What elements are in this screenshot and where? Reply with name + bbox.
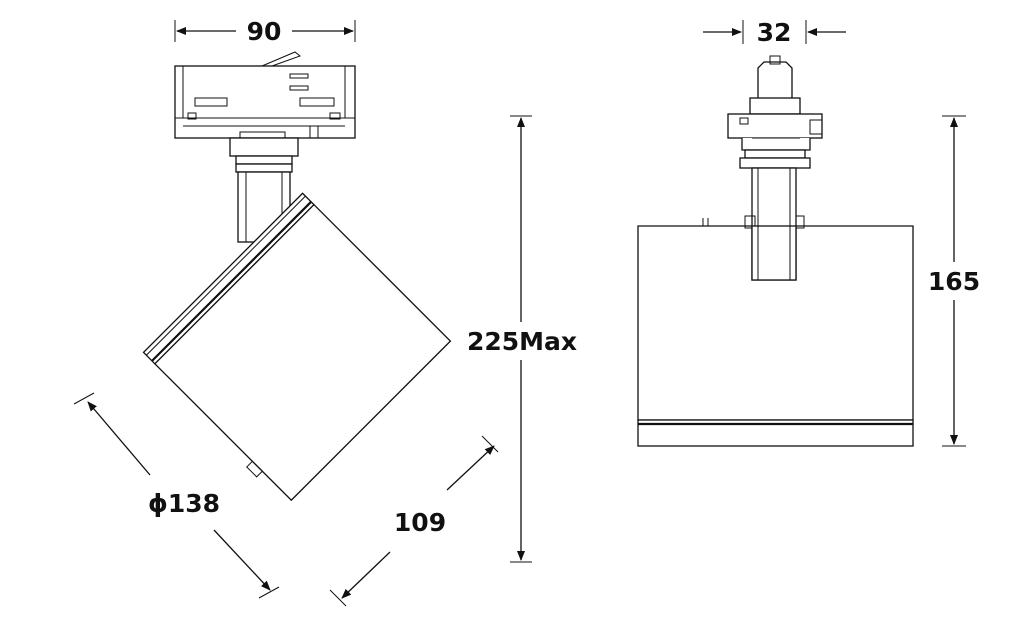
dim-front-width: 90 (174, 17, 356, 46)
front-lamp-head (142, 192, 452, 502)
dim-diameter: ϕ138 (73, 392, 280, 599)
dim-label-width-front: 90 (247, 17, 282, 46)
dim-label-total-height: 225Max (467, 327, 577, 356)
dim-label-head-depth: 109 (394, 508, 446, 537)
dim-head-depth: 109 (329, 435, 499, 607)
front-track-adapter (174, 51, 356, 173)
side-view: 32 165 (637, 18, 980, 447)
dim-label-diameter: ϕ138 (148, 489, 220, 518)
side-lamp-body (637, 225, 914, 447)
dim-label-width-side: 32 (757, 18, 792, 47)
dim-label-height-side: 165 (928, 267, 980, 296)
dim-side-width: 32 (703, 18, 846, 47)
side-track-adapter (727, 55, 823, 169)
dim-side-height: 165 (928, 115, 980, 447)
front-view: 90 ϕ138 109 (73, 17, 499, 607)
dim-total-height: 225Max (467, 115, 577, 563)
